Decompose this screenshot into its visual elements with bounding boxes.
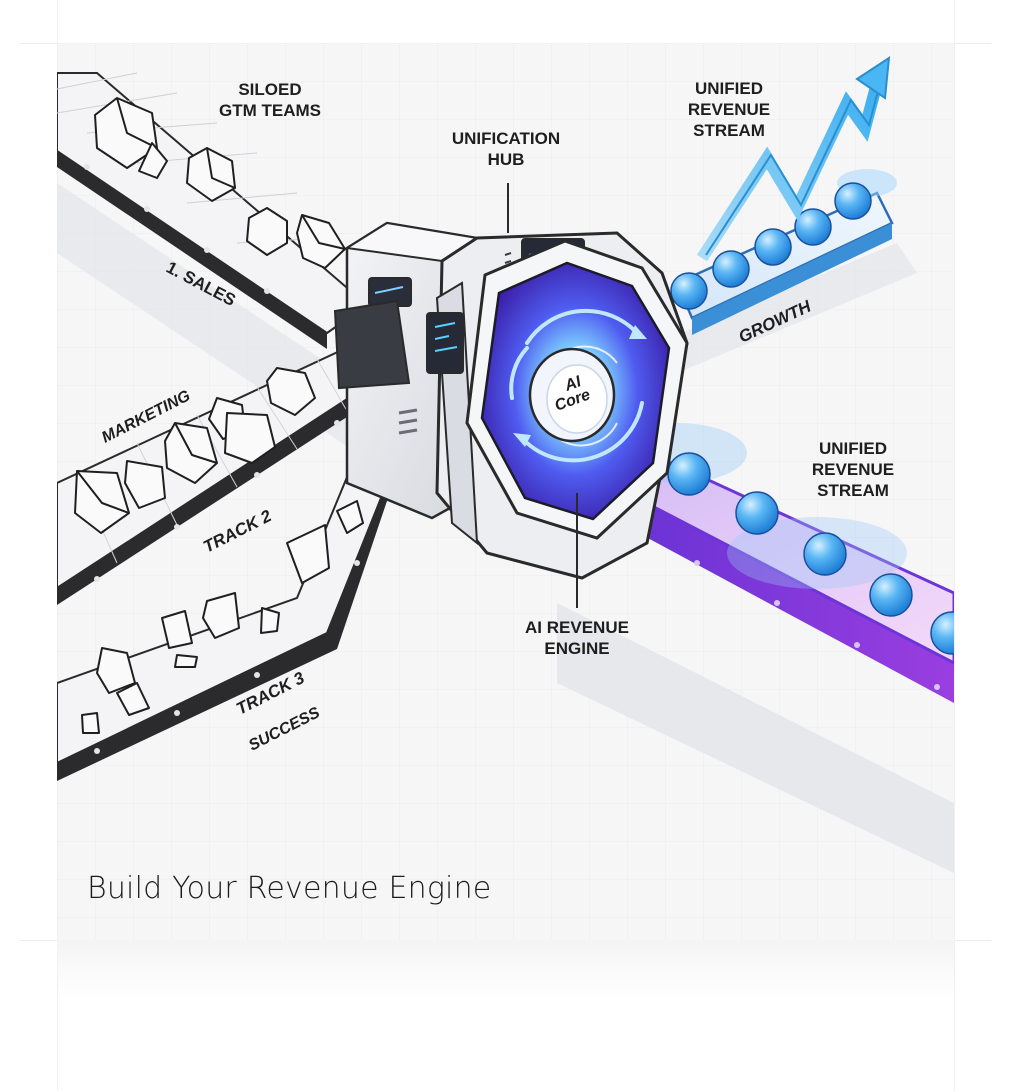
polyhedra-group: [74, 97, 364, 734]
unification-hub-machine: [333, 221, 689, 580]
illustration-card: SILOED GTM TEAMS UNIFICATION HUB UNIFIED…: [57, 43, 954, 940]
card-shadow: [57, 940, 954, 1000]
siloed-label-line1: SILOED: [238, 80, 301, 99]
right-guide-line: [954, 0, 955, 1091]
engine-label-line1: AI REVENUE: [525, 618, 629, 637]
growth-arrow: [696, 56, 891, 262]
revenue-engine-illustration: SILOED GTM TEAMS UNIFICATION HUB UNIFIED…: [57, 43, 954, 940]
unified-right-label-line1: UNIFIED: [819, 439, 887, 458]
growth-belt: [670, 169, 897, 335]
caption: Build Your Revenue Engine: [87, 871, 492, 906]
unified-right-label-line2: REVENUE: [812, 460, 894, 479]
ai-core-label-line1: AI: [562, 373, 584, 395]
unified-top-label-line1: UNIFIED: [695, 79, 763, 98]
unified-top-label-line3: STREAM: [693, 121, 765, 140]
unified-right-label-line3: STREAM: [817, 481, 889, 500]
siloed-label-line2: GTM TEAMS: [219, 101, 321, 120]
hub-label-line2: HUB: [488, 150, 525, 169]
labels: SILOED GTM TEAMS UNIFICATION HUB UNIFIED…: [99, 79, 894, 755]
hub-label-line1: UNIFICATION: [452, 129, 560, 148]
unified-top-label-line2: REVENUE: [688, 100, 770, 119]
leader-lines: [507, 183, 578, 608]
engine-label-line2: ENGINE: [544, 639, 609, 658]
